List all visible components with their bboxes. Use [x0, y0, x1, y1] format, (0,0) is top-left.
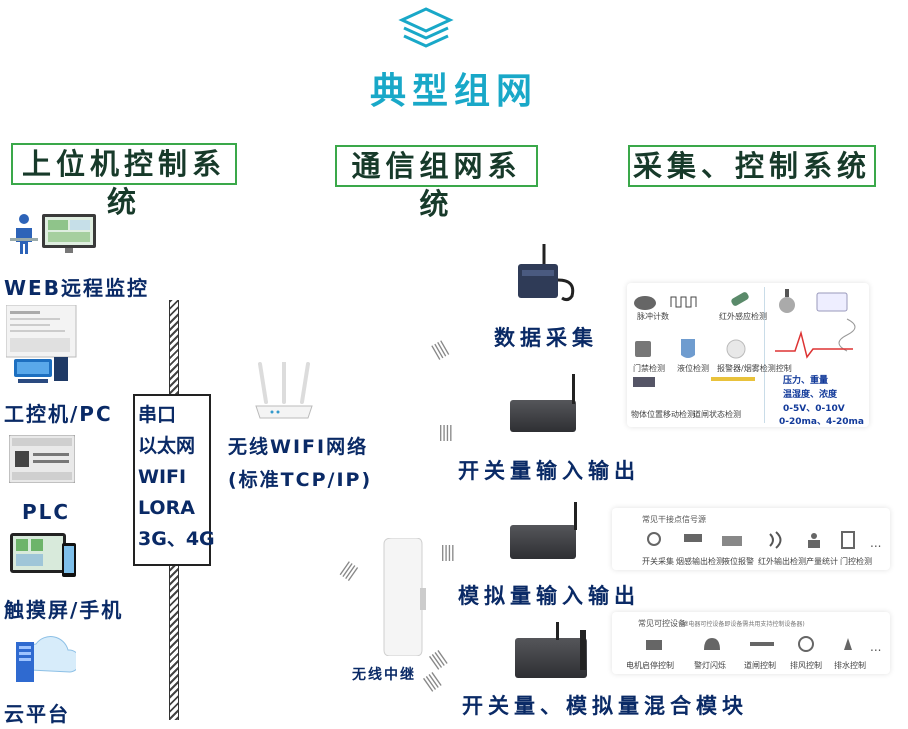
signal-wave-icon: |||| — [419, 669, 442, 694]
right-item-hybrid-module: 开关量、模拟量混合模块 — [462, 694, 748, 718]
router-icon — [255, 362, 313, 419]
router-label-line1: 无线WIFI网络 — [228, 436, 369, 458]
right-item-di-do: 开关量输入输出 — [458, 459, 640, 483]
left-item-touchscreen-phone: 触摸屏/手机 — [4, 598, 124, 622]
sensor-label: 液位检测 — [677, 364, 709, 373]
signal-wave-icon: |||| — [428, 337, 450, 362]
controllable-devices-panel: 常见可控设备 (继电器可控设备即设备需共用支持控制设备器) 电机启停控制 警灯闪… — [612, 612, 890, 674]
io-module-icon — [515, 638, 587, 678]
right-item-ai-ao: 模拟量输入输出 — [458, 584, 640, 608]
sensor-panel: 脉冲计数 红外感应检测 门禁检测 液位检测 报警器/烟雾检测控制 物体位置移动检… — [627, 283, 869, 427]
di-label: 产量统计 — [806, 557, 838, 566]
router-label-line2: (标准TCP/IP) — [228, 469, 373, 491]
panel-heading: 常见干接点信号源 — [642, 515, 706, 524]
do-label: 排水控制 — [834, 661, 866, 670]
di-label: 液位报警 — [722, 557, 754, 566]
touchscreen-icon — [10, 533, 76, 577]
panel-note: (继电器可控设备即设备需共用支持控制设备器) — [680, 621, 805, 628]
signal-wave-icon: |||| — [337, 557, 360, 582]
protocol-item: 串口 — [138, 404, 177, 426]
protocol-item: WIFI — [138, 466, 187, 488]
signal-wave-icon: |||| — [425, 647, 448, 672]
sensor-label: 物体位置移动检测 — [631, 410, 695, 419]
antenna-icon — [574, 502, 577, 530]
section-comm-system: 通信组网系统 — [335, 145, 538, 221]
gateway-icon — [518, 244, 575, 302]
left-item-cloud-platform: 云平台 — [4, 702, 70, 726]
sensor-label: 红外感应检测 — [719, 312, 767, 321]
pc-icon — [6, 305, 77, 383]
antenna-icon — [572, 374, 575, 404]
io-module-icon — [510, 400, 576, 432]
sensor-label: 脉冲计数 — [637, 312, 669, 321]
do-label: 警灯闪烁 — [694, 661, 726, 670]
page-title: 典型组网 — [369, 71, 538, 112]
left-item-plc: PLC — [22, 500, 71, 524]
di-label: 红外输出检测 — [758, 557, 806, 566]
left-item-ipc-pc: 工控机/PC — [4, 402, 113, 426]
cloud-icon — [16, 636, 76, 682]
panel-heading: 常见可控设备 — [638, 619, 686, 628]
plc-icon — [9, 435, 75, 483]
protocol-item: 以太网 — [138, 435, 196, 457]
analog-spec-line: 0-20ma、4-20ma — [779, 417, 864, 427]
signal-wave-icon: |||| — [440, 542, 456, 561]
di-label: 烟感输出检测 — [676, 557, 724, 566]
sensor-label: 道闸状态检测 — [693, 410, 741, 419]
dry-contact-panel: 常见干接点信号源 开关采集 烟感输出检测 液位报警 红外输出检测 产量统计 门控… — [612, 508, 890, 570]
di-label: 门控检测 — [840, 557, 872, 566]
section-upper-system: 上位机控制系统 — [11, 143, 237, 219]
analog-spec-line: 压力、重量 — [783, 376, 829, 386]
do-label: 电机启停控制 — [626, 661, 674, 670]
protocol-list: 串口 以太网 WIFI LORA 3G、4G — [133, 394, 215, 566]
io-module-icon — [510, 525, 576, 559]
right-item-data-acquisition: 数据采集 — [494, 326, 598, 350]
more-indicator: ... — [870, 536, 882, 550]
signal-wave-icon: |||| — [438, 422, 454, 441]
di-icons — [647, 531, 855, 549]
sensor-label: 报警器/烟雾检测控制 — [717, 364, 792, 373]
antenna-icon — [556, 622, 559, 640]
repeater-icon — [383, 538, 426, 656]
analog-spec-line: 温湿度、浓度 — [783, 390, 838, 400]
more-indicator: ... — [870, 640, 882, 654]
protocol-item: 3G、4G — [138, 528, 215, 550]
analog-spec-line: 0-5V、0-10V — [783, 404, 845, 414]
di-label: 开关采集 — [642, 557, 674, 566]
repeater-label: 无线中继 — [352, 667, 416, 683]
antenna-icon — [580, 630, 586, 670]
analog-sensor-icons — [775, 289, 856, 359]
panel-divider — [764, 287, 765, 423]
protocol-item: LORA — [138, 497, 195, 519]
do-label: 排风控制 — [790, 661, 822, 670]
do-icons — [646, 636, 852, 652]
do-label: 道闸控制 — [744, 661, 776, 670]
section-acq-control-system: 采集、控制系统 — [628, 145, 876, 187]
sensor-icons — [633, 292, 755, 387]
sensor-label: 门禁检测 — [633, 364, 665, 373]
left-item-web-monitor: WEB远程监控 — [4, 276, 149, 300]
layers-icon — [398, 7, 454, 48]
monitor-person-icon — [10, 214, 96, 254]
